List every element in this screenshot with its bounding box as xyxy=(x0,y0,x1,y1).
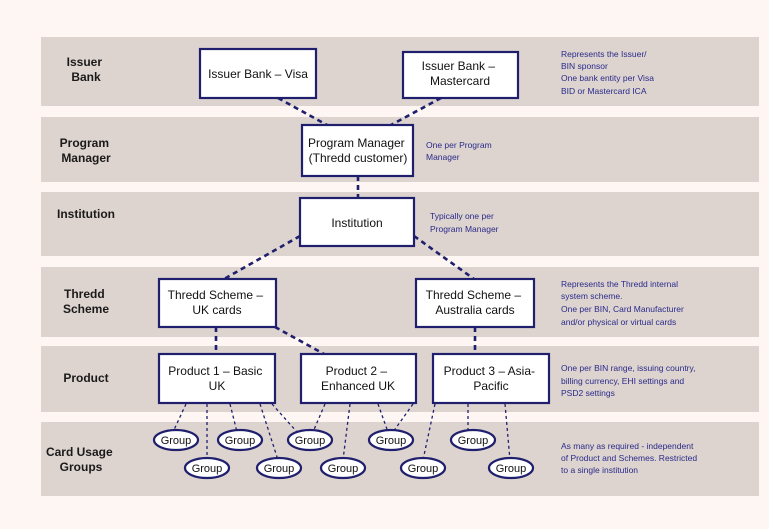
box-institution: Institution xyxy=(298,196,416,248)
connector-p2-group3 xyxy=(312,403,326,433)
group-oval: Group xyxy=(216,428,264,452)
group-label: Group xyxy=(328,463,359,475)
group-label: Group xyxy=(295,435,326,447)
box-product-3: Product 3 – Asia- Pacific xyxy=(431,352,551,405)
note-groups: As many as required - independent of Pro… xyxy=(561,441,699,475)
group-oval: Group xyxy=(367,428,415,452)
group-oval: Group xyxy=(399,456,447,480)
note-program-manager: One per Program Manager xyxy=(426,140,494,162)
connector-p1-group6 xyxy=(259,403,279,461)
band-label-card-usage-groups: Card Usage Groups xyxy=(46,445,116,474)
group-oval: Group xyxy=(319,456,367,480)
note-product: One per BIN range, issuing country, bill… xyxy=(561,363,698,398)
connector-p2-group4 xyxy=(377,403,389,433)
box-issuer-bank-mastercard-label: Issuer Bank – Mastercard xyxy=(422,59,499,88)
note-institution: Typically one per Program Manager xyxy=(430,211,499,234)
box-issuer-bank-visa-label: Issuer Bank – Visa xyxy=(208,67,308,81)
connector-institution-scheme-uk xyxy=(223,234,301,281)
group-label: Group xyxy=(225,435,256,447)
group-oval: Group xyxy=(152,428,200,452)
box-issuer-bank-visa: Issuer Bank – Visa xyxy=(198,47,318,100)
connector-p1-group3 xyxy=(271,403,298,433)
group-label: Group xyxy=(192,463,223,475)
box-thredd-scheme-uk: Thredd Scheme – UK cards xyxy=(157,277,278,329)
group-oval: Group xyxy=(487,456,535,480)
band-label-thredd-scheme: Thredd Scheme xyxy=(63,287,109,316)
band-label-institution: Institution xyxy=(57,207,115,221)
box-thredd-scheme-uk-label: Thredd Scheme – UK cards xyxy=(168,288,267,317)
connector-p1-group1 xyxy=(172,403,187,433)
note-scheme: Represents the Thredd internal system sc… xyxy=(561,279,686,327)
band-label-issuer-bank: Issuer Bank xyxy=(67,55,106,84)
band-label-product: Product xyxy=(63,371,108,385)
connector-mc-pm xyxy=(390,96,442,127)
box-product-2-label: Product 2 – Enhanced UK xyxy=(321,364,395,393)
box-issuer-bank-mastercard: Issuer Bank – Mastercard xyxy=(401,50,520,100)
box-thredd-scheme-australia: Thredd Scheme – Australia cards xyxy=(414,277,536,329)
group-label: Group xyxy=(161,435,192,447)
group-label: Group xyxy=(408,463,439,475)
group-label: Group xyxy=(496,463,527,475)
box-program-manager: Program Manager (Thredd customer) xyxy=(300,123,415,178)
connector-p1-group2 xyxy=(229,403,238,433)
group-label: Group xyxy=(458,435,489,447)
group-label: Group xyxy=(376,435,407,447)
connectors xyxy=(214,96,477,356)
note-issuer: Represents the Issuer/ BIN sponsor One b… xyxy=(561,49,656,96)
connector-scheme-uk-product2 xyxy=(274,325,325,356)
box-product-1: Product 1 – Basic UK xyxy=(157,352,277,405)
group-oval: Group xyxy=(449,428,497,452)
band-issuer-bank xyxy=(41,37,759,106)
band-label-program-manager: Program Manager xyxy=(60,136,113,165)
group-oval: Group xyxy=(286,428,334,452)
group-connectors xyxy=(172,403,511,461)
connector-visa-pm xyxy=(277,96,328,127)
connector-institution-scheme-au xyxy=(413,234,475,281)
box-thredd-scheme-australia-label: Thredd Scheme – Australia cards xyxy=(426,288,525,317)
box-institution-label: Institution xyxy=(331,216,382,230)
group-label: Group xyxy=(264,463,295,475)
group-oval: Group xyxy=(255,456,303,480)
box-product-1-label: Product 1 – Basic UK xyxy=(168,364,265,393)
box-program-manager-label: Program Manager (Thredd customer) xyxy=(308,136,408,165)
box-product-2: Product 2 – Enhanced UK xyxy=(299,352,418,405)
box-product-3-label: Product 3 – Asia- Pacific xyxy=(444,364,539,393)
group-oval: Group xyxy=(183,456,231,480)
